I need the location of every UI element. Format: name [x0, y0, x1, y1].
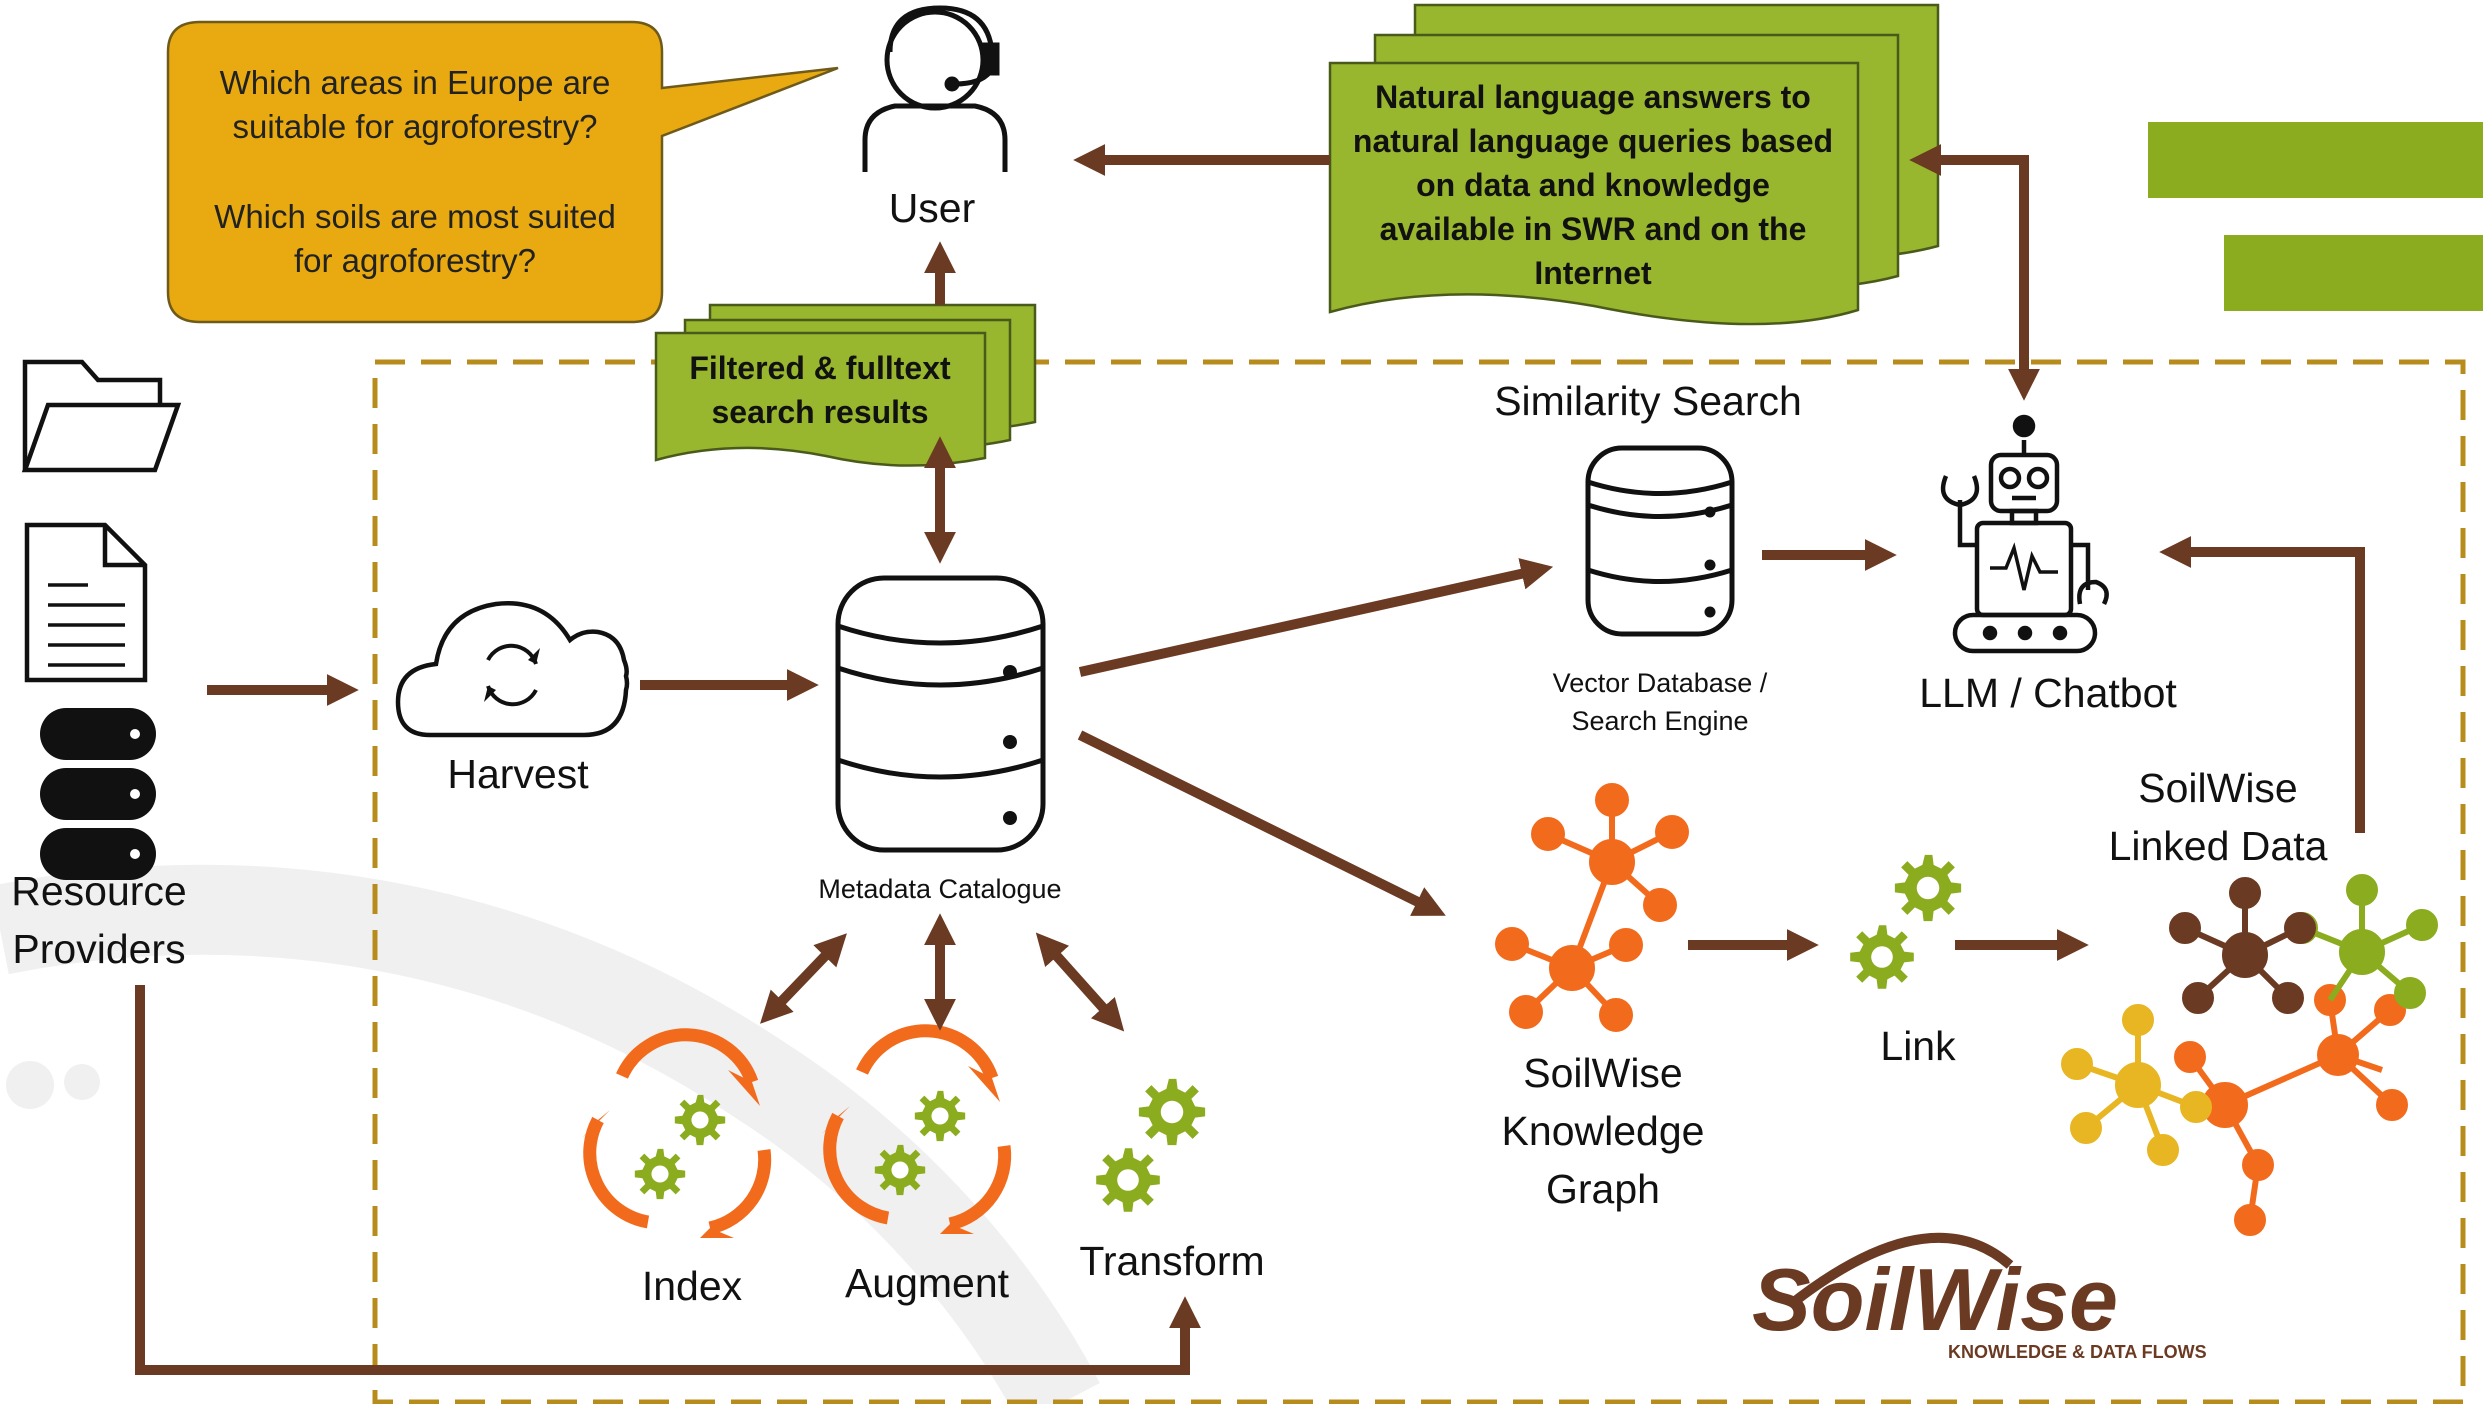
robot-icon [1940, 414, 2109, 654]
providers-label-line-1: Resource [11, 868, 186, 914]
similarity-search-title: Similarity Search [1494, 378, 1802, 424]
knowledge-graph-icon [1495, 783, 1689, 1032]
index-label: Index [642, 1263, 743, 1309]
harvest-label: Harvest [447, 751, 589, 797]
green-bar [2224, 235, 2483, 311]
index-cycle-icon [582, 1028, 772, 1238]
knowledge-graph-label-line-2: Knowledge [1502, 1108, 1705, 1154]
arrow-linked-data-to-llm [2159, 535, 2365, 833]
search-results-line-2: search results [711, 394, 928, 430]
metadata-catalogue-database-icon [835, 575, 1046, 853]
transform-gears-icon [1096, 1078, 1206, 1212]
answers-note: Natural language answers to natural lang… [1328, 3, 1940, 326]
question-1-line-1: Which areas in Europe are [220, 64, 611, 101]
soilwise-logo: SoilWise KNOWLEDGE & DATA FLOWS [1752, 1232, 2207, 1362]
knowledge-graph-label-line-1: SoilWise [1523, 1050, 1682, 1096]
linked-data-label-line-2: Linked Data [2109, 823, 2328, 869]
arrow-catalogue-transform [1035, 932, 1125, 1032]
answers-line-4: available in SWR and on the [1380, 211, 1807, 247]
vector-database-label-line-2: Search Engine [1571, 706, 1748, 736]
background-dot [64, 1064, 100, 1100]
arrow-catalogue-to-vector-db [1078, 558, 1554, 677]
vector-database-icon [1585, 445, 1735, 637]
logo-swoosh [1786, 1232, 2014, 1309]
background-dot [6, 1061, 54, 1109]
folder-icon [21, 359, 182, 473]
answers-line-3: on data and knowledge [1416, 167, 1770, 203]
link-label: Link [1880, 1023, 1956, 1069]
metadata-catalogue-label: Metadata Catalogue [818, 874, 1061, 904]
database-icon [40, 708, 156, 880]
question-bubble: Which areas in Europe are suitable for a… [166, 20, 839, 324]
document-icon [24, 522, 148, 683]
llm-chatbot-label: LLM / Chatbot [1919, 670, 2177, 716]
system-boundary [372, 359, 2466, 1404]
user-label: User [889, 185, 976, 231]
question-2-line-2: for agroforestry? [294, 242, 536, 279]
search-results-note: Filtered & fulltext search results [654, 303, 1037, 467]
augment-cycle-icon [822, 1024, 1012, 1234]
answers-line-1: Natural language answers to [1375, 79, 1811, 115]
transform-label: Transform [1079, 1238, 1264, 1284]
linked-data-label-line-1: SoilWise [2138, 765, 2297, 811]
answers-line-2: natural language queries based [1353, 123, 1833, 159]
green-bar [2148, 122, 2483, 198]
arrow-providers-to-transform [135, 985, 1202, 1375]
logo-wordmark: SoilWise [1752, 1250, 2118, 1349]
link-gears-icon [1850, 854, 1962, 989]
arrow-catalogue-index [760, 933, 847, 1024]
arrow-llm-to-answers [1909, 143, 2041, 401]
vector-database-label-line-1: Vector Database / [1553, 668, 1768, 698]
user-headset-icon [862, 5, 1008, 172]
harvest-cloud-icon [395, 601, 630, 738]
providers-label-line-2: Providers [12, 926, 185, 972]
linked-data-icon [2061, 874, 2438, 1236]
logo-tagline: KNOWLEDGE & DATA FLOWS [1948, 1342, 2207, 1362]
question-1-line-2: suitable for agroforestry? [232, 108, 597, 145]
question-2-line-1: Which soils are most suited [214, 198, 616, 235]
flow-arrows [135, 143, 2365, 1375]
knowledge-graph-label-line-3: Graph [1546, 1166, 1660, 1212]
answers-line-5: Internet [1534, 255, 1652, 291]
arrow-catalogue-to-knowledge-graph [1077, 730, 1446, 916]
search-results-line-1: Filtered & fulltext [689, 350, 951, 386]
augment-label: Augment [845, 1260, 1010, 1306]
